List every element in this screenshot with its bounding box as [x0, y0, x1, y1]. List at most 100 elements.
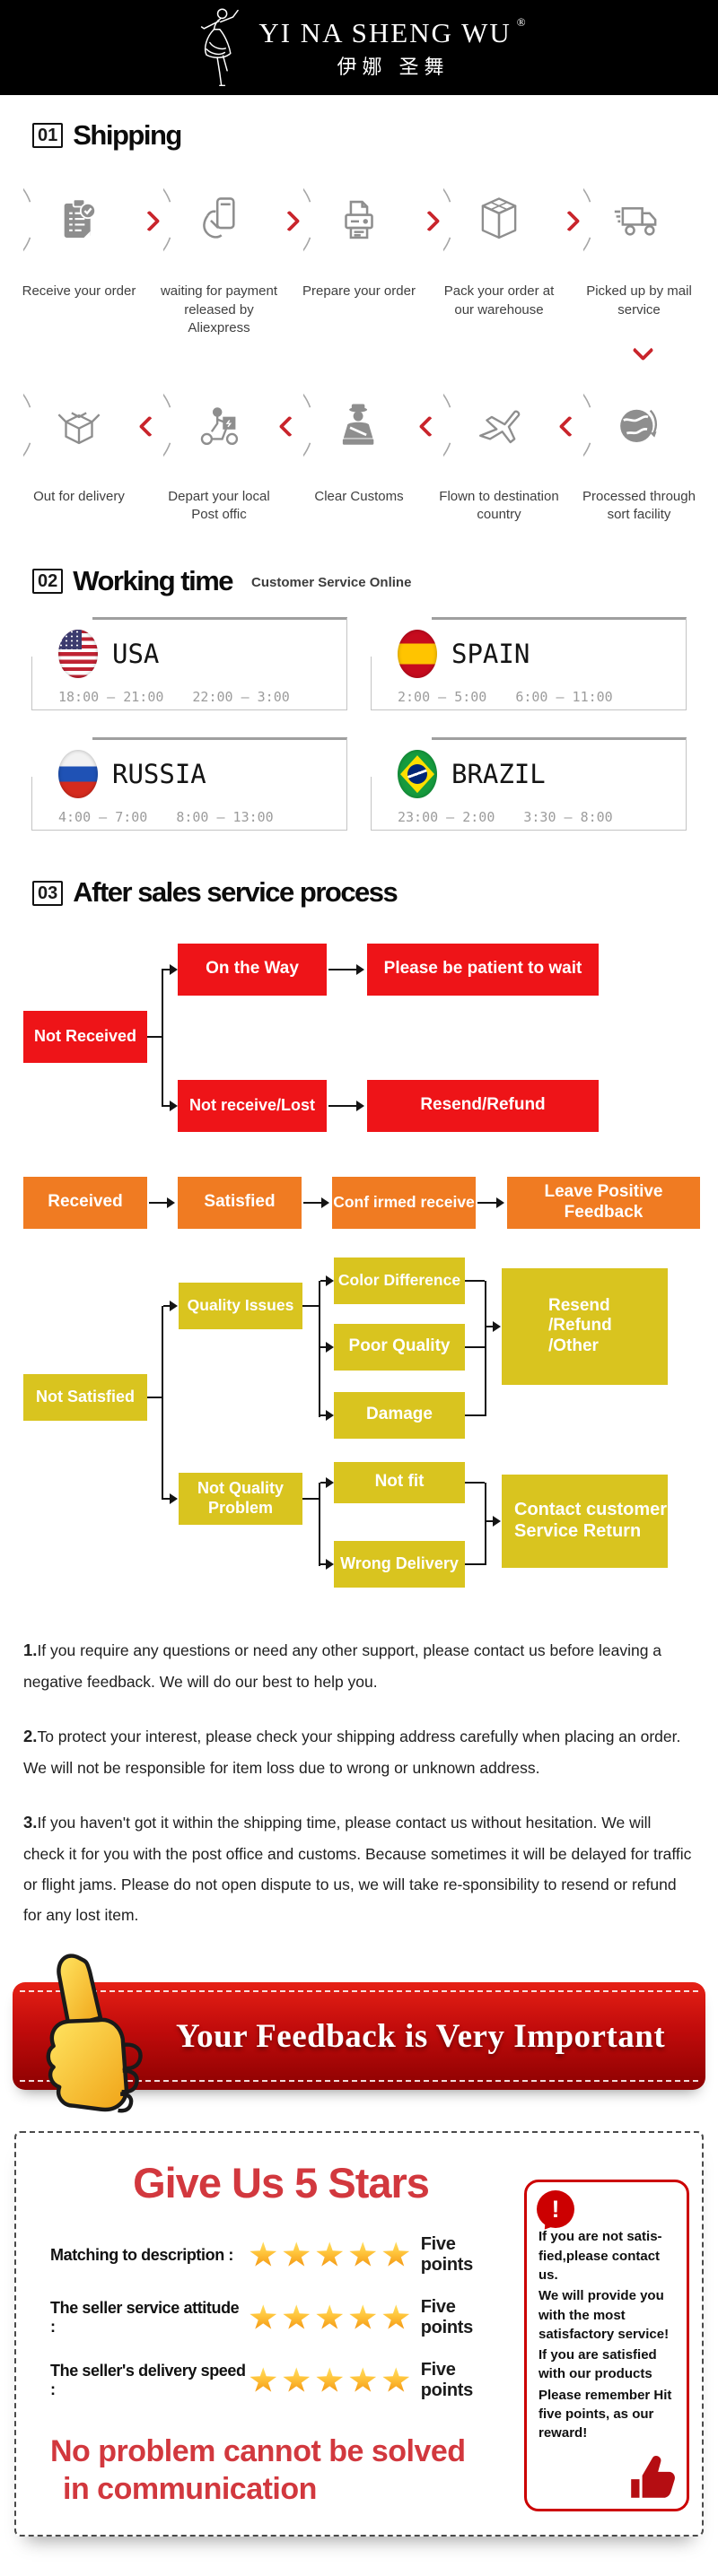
star-icon [349, 2241, 377, 2267]
note-line: If you are not satis-fied,please contact… [538, 2229, 662, 2283]
note-line: Please remember Hit five points, as our … [538, 2387, 672, 2441]
rating-points: Five points [420, 2234, 474, 2276]
connector-line [320, 1345, 327, 1348]
star-icon [283, 2367, 311, 2392]
section-title: Shipping [73, 119, 182, 151]
section-title: After sales service process [73, 876, 398, 909]
flow-box-damage: Damage [334, 1391, 465, 1439]
flow-box-quality-issues: Quality Issues [179, 1282, 302, 1329]
connector-line [302, 1497, 320, 1500]
connector-arrowhead [321, 1197, 329, 1208]
flow-box-not-receive-lost: Not receive/Lost [178, 1079, 327, 1132]
connector-arrowhead [170, 1300, 178, 1311]
order-checklist-icon [64, 198, 97, 239]
star-icon [382, 2241, 410, 2267]
five-stars-box: Give Us 5 Stars Matching to description … [14, 2131, 704, 2537]
star-icon [382, 2304, 410, 2329]
usa-flag-icon [58, 630, 98, 679]
section-working-time-heading: 02 Working time Customer Service Online [32, 564, 718, 596]
note-line: If you are satisfied with our products [538, 2347, 657, 2382]
banner-text: Your Feedback is Very Important [176, 2017, 666, 2055]
red-thumbs-up-icon [631, 2456, 675, 2499]
country-name: USA [112, 639, 160, 670]
step-label: Pack your order at our warehouse [443, 283, 555, 318]
connector-arrowhead [170, 1493, 178, 1504]
star-icon [250, 2241, 277, 2267]
shipping-step: Receive your order [17, 164, 142, 300]
step-label: Receive your order [22, 283, 136, 300]
shipping-steps-row-2: Out for delivery Depart your local Post … [0, 366, 718, 525]
connector-line [465, 1345, 485, 1348]
rating-label: The seller's delivery speed : [50, 2362, 246, 2399]
exclamation-icon: ! [537, 2190, 574, 2229]
five-star-icons [250, 2304, 410, 2331]
five-star-icons [250, 2241, 410, 2268]
flow-box-color-difference: Color Difference [334, 1257, 465, 1304]
connector-line [320, 1414, 327, 1416]
five-star-icons [250, 2367, 410, 2394]
connector-arrowhead [356, 1100, 364, 1111]
flow-box-not-fit: Not fit [334, 1461, 465, 1503]
step-circle [303, 370, 415, 481]
customs-officer-icon [342, 404, 374, 445]
connector-line [149, 1201, 168, 1204]
country-name: BRAZIL [451, 759, 546, 790]
flow-box-please-wait: Please be patient to wait [367, 943, 599, 996]
russia-flag-icon [58, 750, 98, 799]
flow-box-resend-refund-other: Resend /Refund /Other [502, 1267, 668, 1385]
payment-card-icon [203, 197, 235, 239]
star-icon [316, 2304, 344, 2329]
airplane-icon [478, 410, 521, 444]
card-frame-line [31, 777, 32, 831]
truck-icon [614, 207, 657, 237]
flow-box-resend-refund: Resend/Refund [367, 1079, 599, 1132]
connector-line [147, 1396, 162, 1398]
connector-line [485, 1482, 486, 1565]
step-label: waiting for payment released by Aliexpre… [160, 283, 278, 335]
section-number-badge: 02 [32, 569, 64, 595]
card-frame-line [31, 657, 32, 710]
brazil-flag-icon [398, 750, 437, 799]
connector-arrowhead [326, 1409, 334, 1421]
section-number-badge: 03 [32, 880, 64, 906]
connector-arrowhead [496, 1197, 504, 1208]
rating-label: Matching to description : [50, 2245, 233, 2264]
shipping-step: Out for delivery [17, 370, 142, 506]
step-circle [163, 164, 275, 275]
section-subtitle: Customer Service Online [251, 575, 412, 591]
feedback-banner: Your Feedback is Very Important [13, 1954, 705, 2113]
rating-row-description: Matching to description : Five points [50, 2234, 512, 2276]
connector-arrowhead [356, 963, 364, 975]
flow-box-not-received: Not Received [23, 1010, 147, 1063]
connector-line [319, 1280, 320, 1417]
connector-arrowhead [167, 1197, 175, 1208]
step-circle [303, 164, 415, 275]
rating-points: Five points [420, 2360, 474, 2401]
brand-header: YI NA SHENG WU® 伊娜 圣舞 [0, 0, 718, 95]
brand-name: YI NA SHENG WU® [258, 15, 528, 48]
section-title: Working time [73, 564, 233, 596]
connector-arrowhead [493, 1320, 501, 1332]
flow-box-not-quality-problem: Not Quality Problem [179, 1472, 302, 1525]
section-after-sales-heading: 03 After sales service process [32, 876, 718, 909]
service-notes: 1.If you require any questions or need a… [23, 1634, 695, 1931]
star-icon [316, 2367, 344, 2392]
printer-icon [345, 201, 373, 239]
connector-line [477, 1201, 497, 1204]
star-icon [250, 2304, 277, 2329]
step-label: Clear Customs [314, 489, 404, 505]
after-sales-flowchart: On the Way Please be patient to wait Not… [0, 918, 718, 1598]
rating-row-delivery: The seller's delivery speed : Five point… [50, 2360, 512, 2401]
shipping-step: Pack your order at our warehouse [437, 164, 562, 319]
connector-line [163, 968, 171, 970]
step-label: Prepare your order [302, 283, 416, 300]
dancer-logo-icon [201, 8, 240, 87]
card-frame-line [371, 777, 372, 831]
globe-icon [620, 409, 658, 443]
connector-line [320, 1481, 327, 1484]
note-paragraph: 2.To protect your interest, please check… [23, 1726, 681, 1777]
star-icon [349, 2304, 377, 2329]
